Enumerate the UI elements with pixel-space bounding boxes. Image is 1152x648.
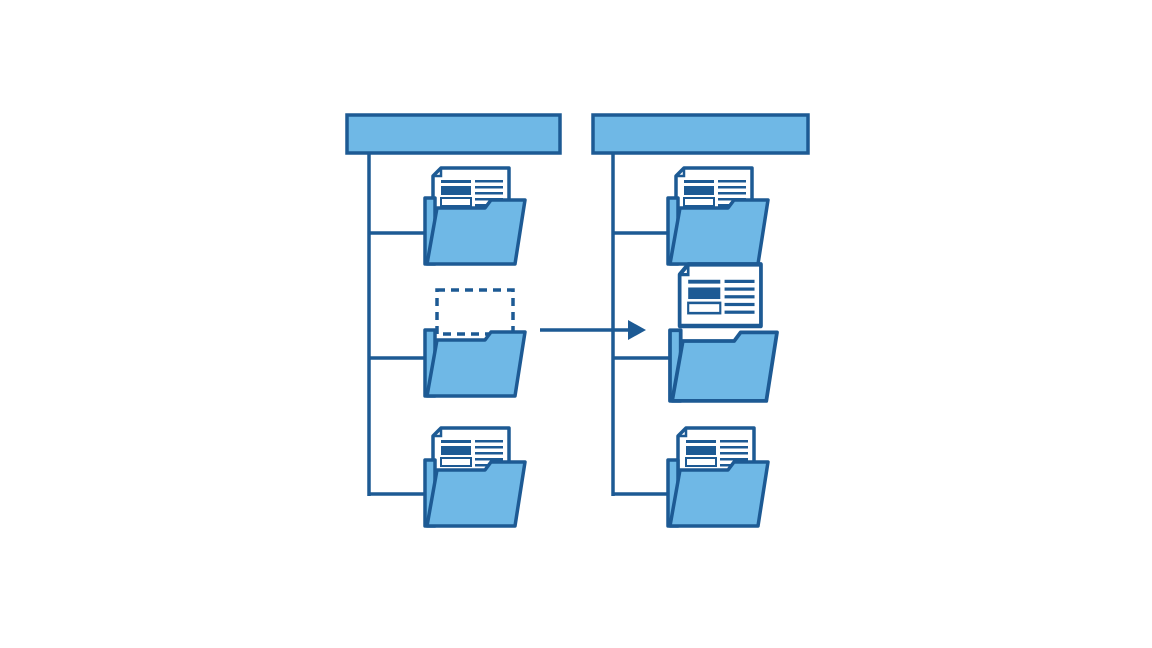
folder-icon <box>668 328 779 403</box>
right-folder-2-received <box>668 264 779 403</box>
folder-icon <box>423 328 527 398</box>
right-folder-3 <box>666 426 770 528</box>
left-folder-1 <box>423 166 527 266</box>
folder-icon <box>666 196 770 266</box>
right-tree-lines <box>611 153 670 496</box>
folder-icon <box>666 458 770 528</box>
left-root-bar <box>345 113 562 155</box>
right-root-bar <box>591 113 810 155</box>
folder-icon <box>423 458 527 528</box>
left-tree-lines <box>367 153 425 496</box>
folder-icon <box>423 196 527 266</box>
left-folder-3 <box>423 426 527 528</box>
right-folder-1 <box>666 166 770 266</box>
dashed-document-placeholder-icon <box>435 288 515 336</box>
move-arrow-icon <box>540 320 646 340</box>
moved-document-icon <box>680 264 761 326</box>
left-folder-2-empty <box>423 288 527 398</box>
